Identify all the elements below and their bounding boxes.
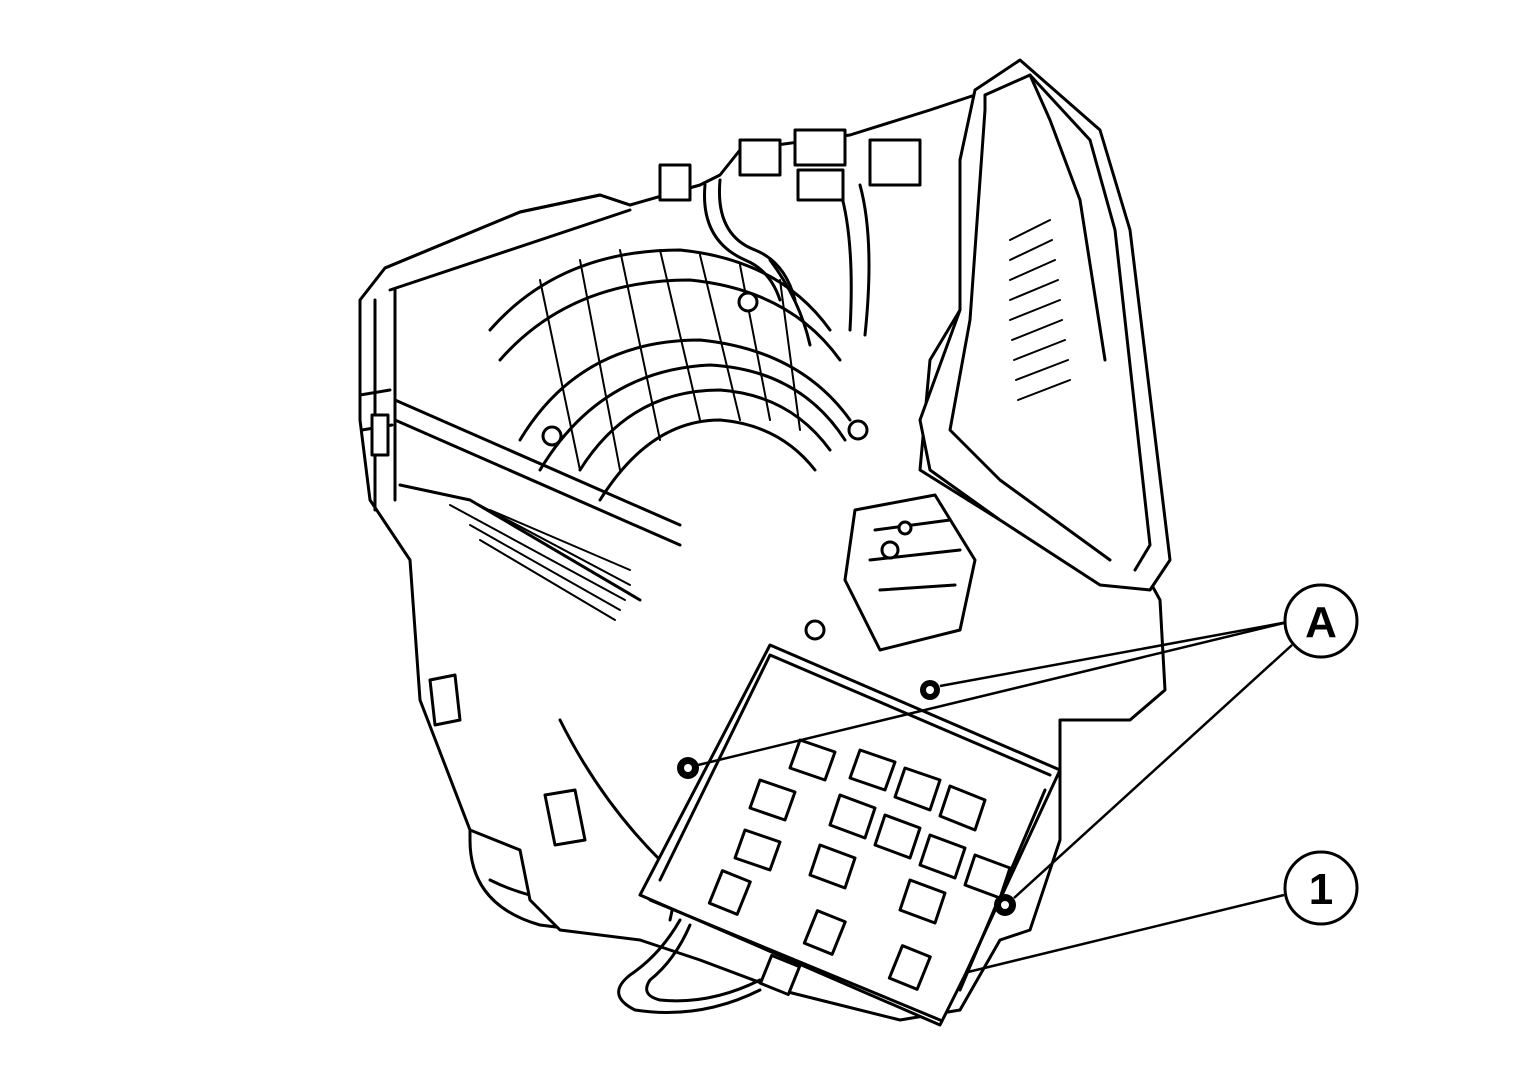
callout-1-label: 1 bbox=[1309, 865, 1333, 914]
callout-a: A bbox=[1283, 583, 1359, 659]
fasteners-a bbox=[677, 680, 1016, 916]
screw bbox=[994, 894, 1016, 916]
callout-a-label: A bbox=[1305, 598, 1337, 647]
screw bbox=[677, 757, 699, 779]
callout-1-circle bbox=[1283, 850, 1359, 926]
callout-a-circle bbox=[1283, 583, 1359, 659]
leader-lines bbox=[697, 620, 1293, 974]
leader-line-a-2 bbox=[939, 620, 1289, 688]
control-module bbox=[638, 643, 1062, 1027]
leader-line-a-3 bbox=[1013, 644, 1293, 899]
callout-1: 1 bbox=[1283, 850, 1359, 926]
leader-line-1 bbox=[967, 893, 1285, 974]
screw bbox=[920, 680, 940, 700]
leader-line-a-1 bbox=[697, 620, 1289, 767]
